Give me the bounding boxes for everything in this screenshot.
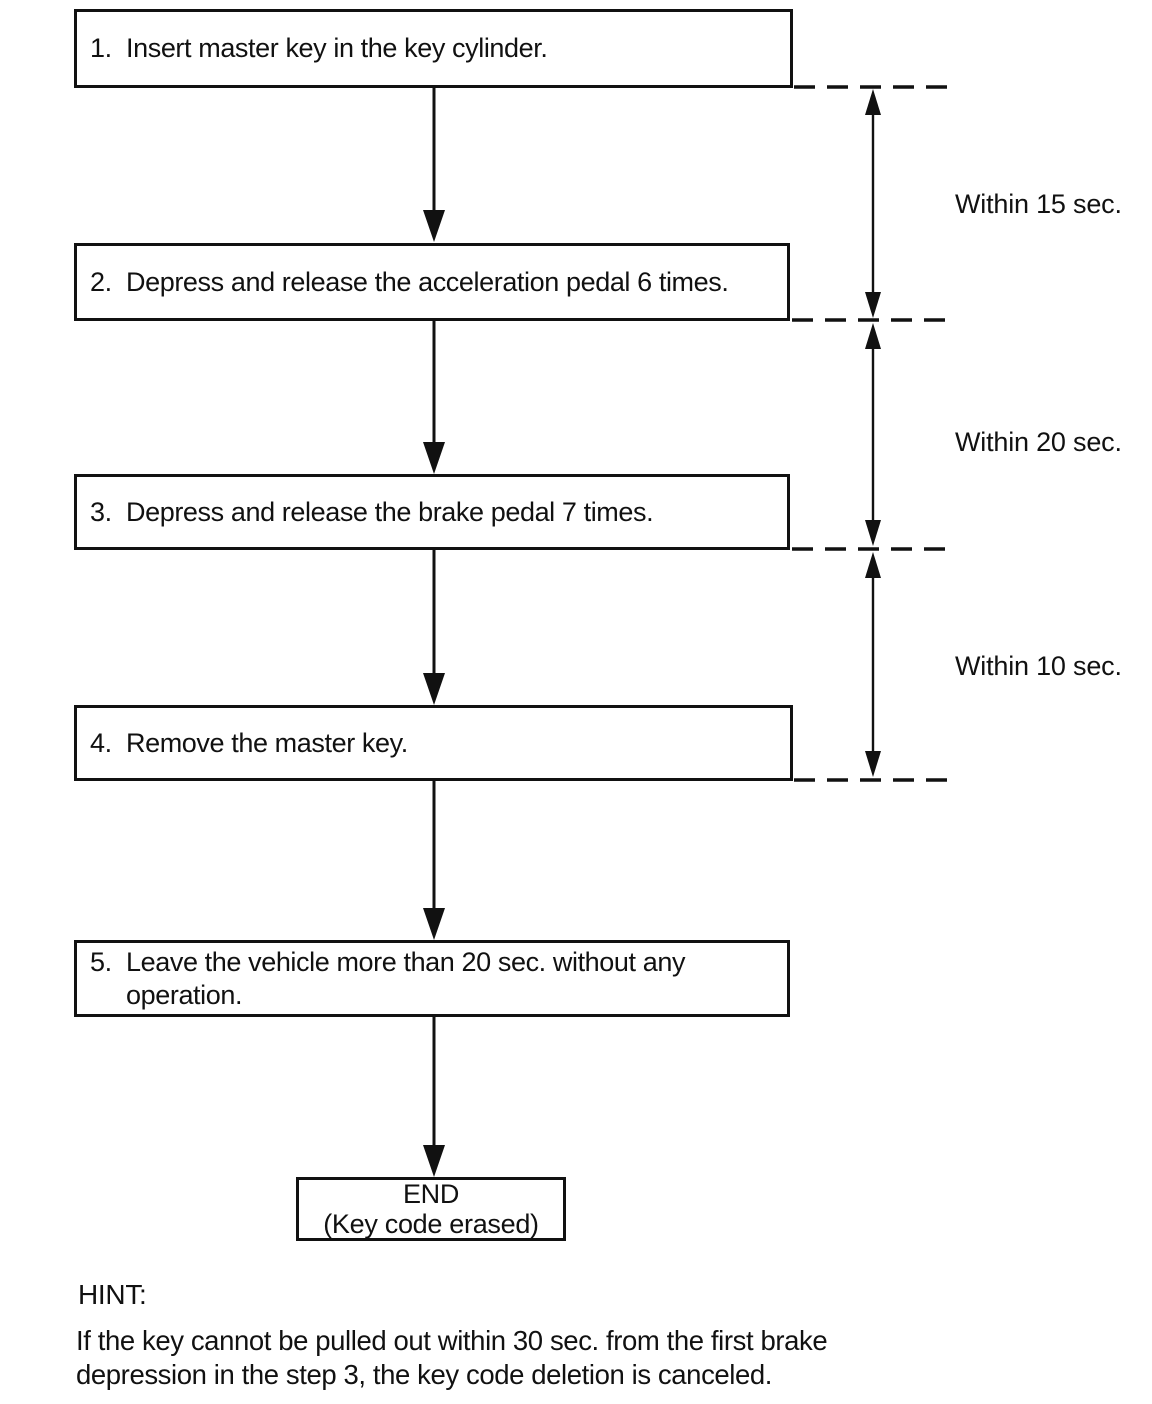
step-number: 3. (90, 496, 112, 527)
step-text: Remove the master key. (126, 727, 408, 758)
step-box-2: 2. Depress and release the acceleration … (74, 243, 790, 321)
step-box-1: 1. Insert master key in the key cylinder… (74, 9, 793, 88)
timing-measure-arrow-2 (865, 323, 881, 546)
flow-arrow-step5-end (423, 1017, 445, 1177)
step-number: 4. (90, 727, 112, 758)
step-text: Insert master key in the key cylinder. (126, 33, 548, 63)
step-text: Depress and release the acceleration ped… (126, 266, 729, 297)
timing-measure-arrow-3 (865, 552, 881, 777)
hint-label: HINT: (78, 1279, 147, 1310)
timing-label-20sec: Within 20 sec. (955, 427, 1122, 457)
step-box-3: 3. Depress and release the brake pedal 7… (74, 474, 790, 550)
timing-label-10sec: Within 10 sec. (955, 651, 1122, 681)
step-box-4: 4. Remove the master key. (74, 705, 793, 781)
step-text: Depress and release the brake pedal 7 ti… (126, 496, 654, 527)
end-box-subtitle: (Key code erased) (323, 1209, 539, 1239)
hint-body: If the key cannot be pulled out within 3… (76, 1325, 828, 1390)
timing-measure-arrow-1 (865, 89, 881, 318)
step-number: 5. (90, 946, 112, 977)
step-text: Leave the vehicle more than 20 sec. with… (126, 946, 686, 1010)
step-number: 2. (90, 266, 112, 297)
step-number: 1. (90, 33, 112, 63)
flow-arrow-step1-step2 (423, 88, 445, 242)
timing-label-15sec: Within 15 sec. (955, 189, 1122, 219)
flow-arrow-step2-step3 (423, 321, 445, 474)
flow-arrow-step4-step5 (423, 781, 445, 940)
end-box: END (Key code erased) (296, 1177, 566, 1241)
flow-arrow-step3-step4 (423, 550, 445, 705)
end-box-title: END (402, 1179, 460, 1209)
step-box-5: 5. Leave the vehicle more than 20 sec. w… (74, 940, 790, 1017)
